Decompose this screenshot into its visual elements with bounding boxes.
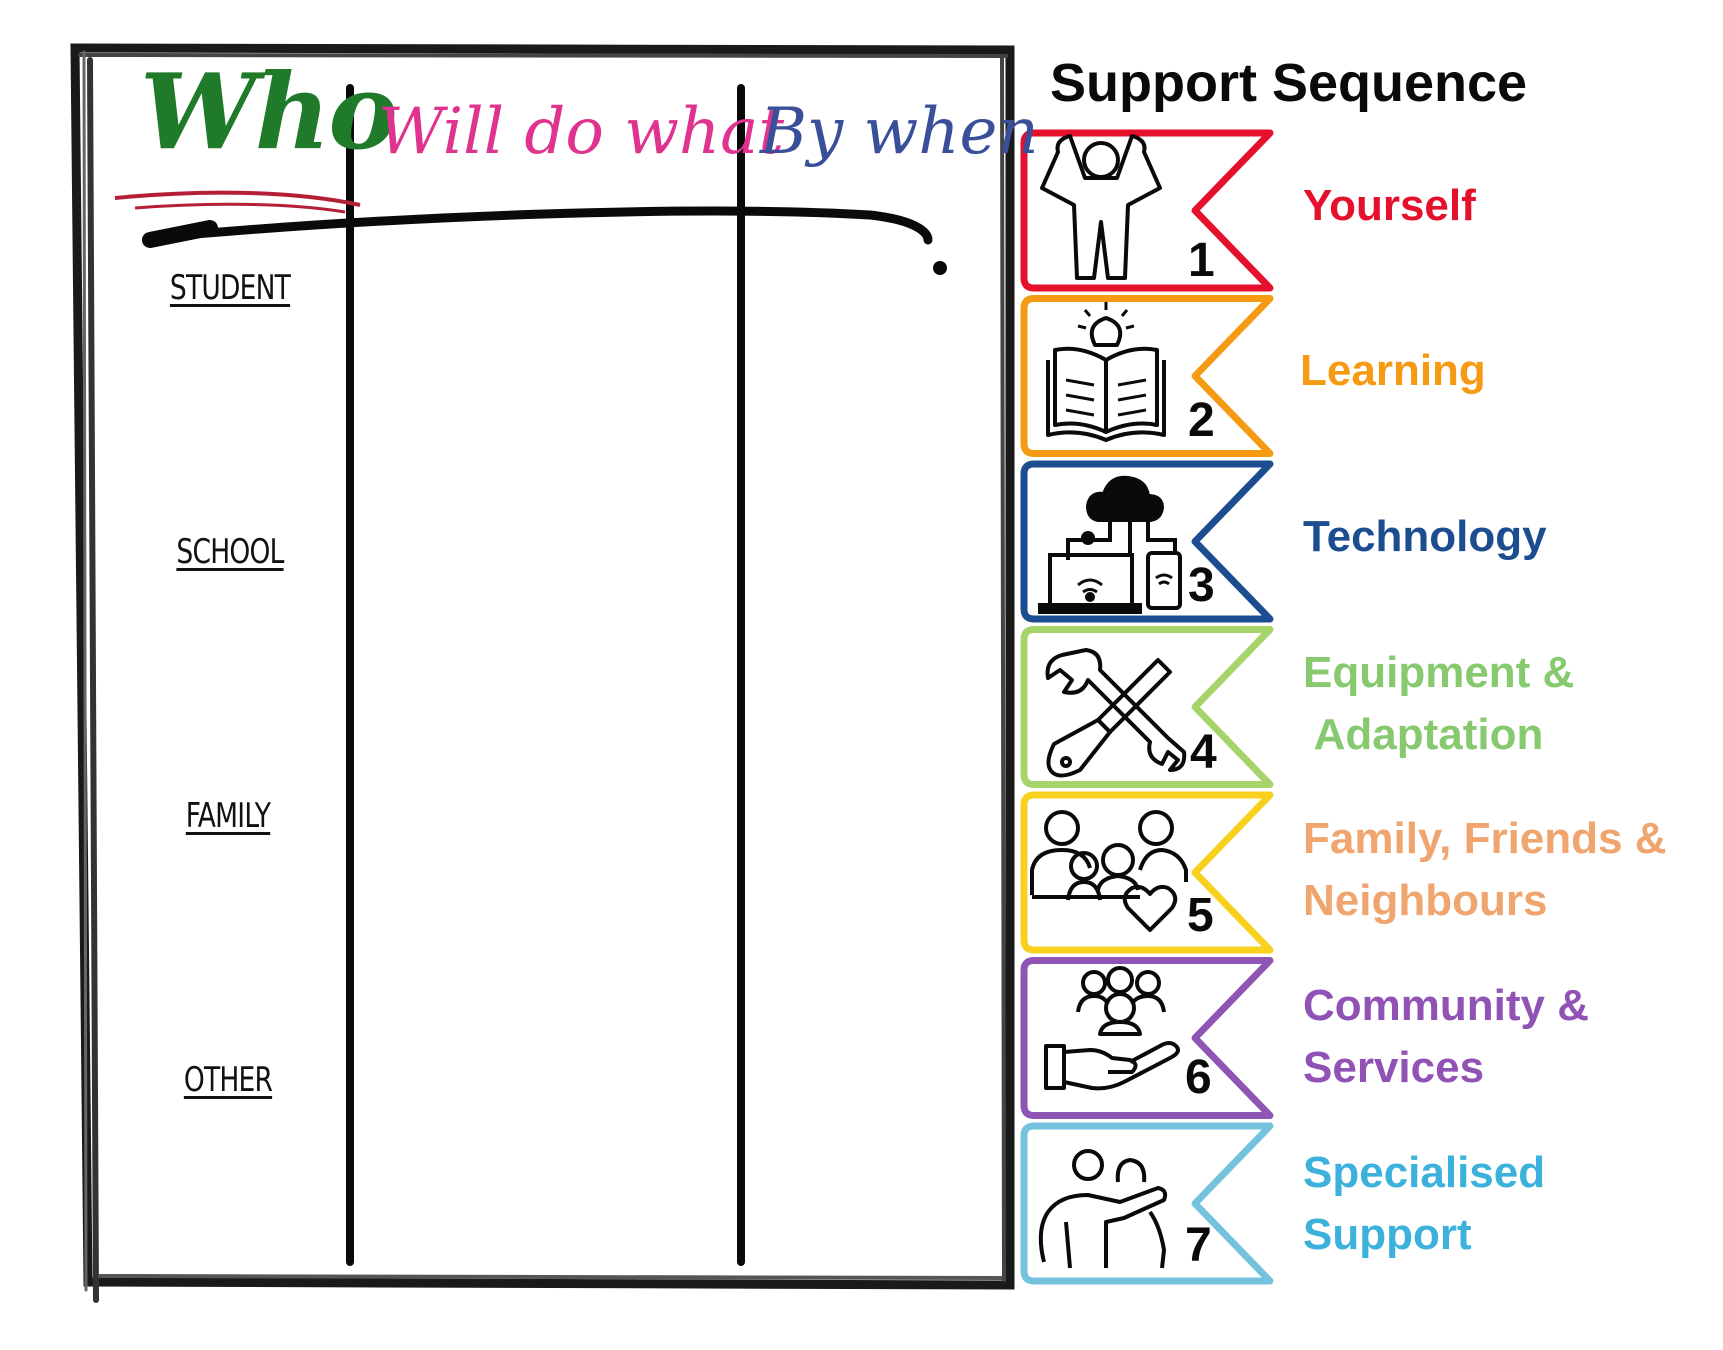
step-label-line: Services	[1303, 1043, 1485, 1092]
book-lightbulb-icon	[1046, 302, 1166, 442]
hand-community-icon	[1044, 966, 1180, 1091]
who-swash	[114, 190, 361, 207]
row-label-school: SCHOOL	[176, 532, 284, 572]
step-label-technology: Technology	[1303, 506, 1547, 568]
strong-person-icon	[1040, 134, 1162, 280]
column-header-will-do-what: Will do what	[378, 95, 785, 169]
step-label-line: Yourself	[1303, 181, 1476, 230]
header-underline	[145, 206, 933, 245]
step-number-1: 1	[1188, 234, 1215, 287]
step-number-7: 7	[1185, 1219, 1212, 1272]
column-header-who: Who	[140, 50, 398, 173]
step-number-5: 5	[1187, 889, 1214, 942]
step-label-line: Specialised	[1303, 1148, 1546, 1197]
step-label-specialised-support: Specialised Support	[1303, 1142, 1545, 1266]
support-flag-6	[1020, 957, 1274, 1119]
support-flag-5	[1020, 791, 1274, 954]
header-underline-dot	[933, 261, 947, 275]
step-number-3: 3	[1188, 559, 1215, 612]
step-label-line: Adaptation	[1303, 710, 1544, 759]
step-label-family-friends-neighbours: Family, Friends & Neighbours	[1303, 808, 1667, 932]
step-label-equipment-adaptation: Equipment & Adaptation	[1303, 642, 1574, 766]
step-number-4: 4	[1190, 726, 1217, 779]
board-frame	[70, 43, 1015, 1303]
cloud-devices-icon	[1038, 475, 1182, 614]
support-flag-7	[1020, 1122, 1274, 1285]
row-label-other: OTHER	[183, 1060, 273, 1100]
step-label-line: Technology	[1303, 512, 1547, 561]
family-heart-icon	[1030, 810, 1188, 932]
step-label-line: Learning	[1300, 346, 1486, 395]
step-label-line: Family, Friends &	[1303, 814, 1667, 863]
row-label-student: STUDENT	[169, 268, 291, 308]
step-number-2: 2	[1188, 394, 1215, 447]
support-flag-4	[1020, 626, 1274, 788]
support-flags	[1020, 129, 1274, 1285]
step-label-yourself: Yourself	[1303, 175, 1476, 237]
wrench-screwdriver-icon	[1045, 648, 1187, 778]
step-number-6: 6	[1185, 1051, 1212, 1104]
support-people-icon	[1038, 1149, 1168, 1269]
step-label-community-services: Community & Services	[1303, 975, 1589, 1099]
step-label-line: Support	[1303, 1210, 1472, 1259]
step-label-line: Equipment &	[1303, 648, 1575, 697]
support-sequence-title: Support Sequence	[1050, 53, 1528, 113]
step-label-line: Neighbours	[1303, 876, 1548, 925]
support-flag-2	[1020, 295, 1274, 457]
step-label-learning: Learning	[1300, 340, 1486, 402]
step-label-line: Community &	[1303, 981, 1589, 1030]
column-header-by-when: By when	[760, 95, 1039, 169]
support-flag-1	[1020, 129, 1274, 292]
row-label-family: FAMILY	[185, 796, 271, 836]
